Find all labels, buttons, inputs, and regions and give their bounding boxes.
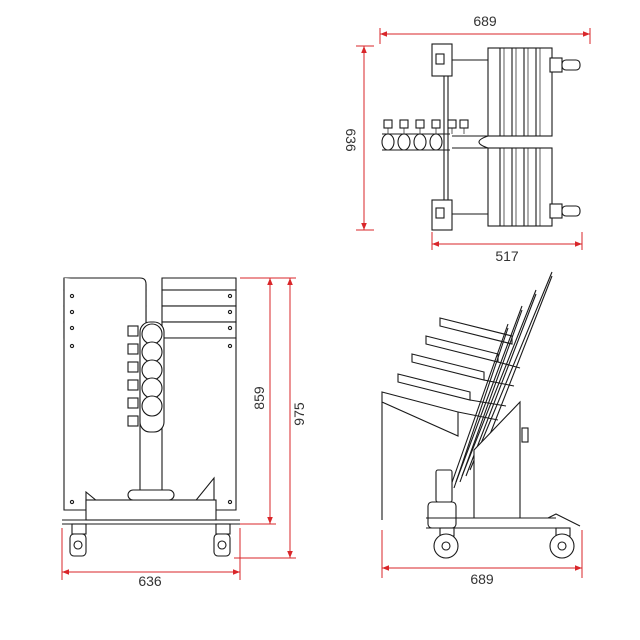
front-view-left-plates — [63, 277, 147, 521]
front-view-dimensions — [61, 277, 296, 580]
top-view-tubes — [381, 119, 469, 151]
front-view-casters — [69, 523, 231, 557]
top-view: 689 636 517 — [343, 13, 591, 264]
side-view-shelves — [381, 317, 521, 520]
dim-top-inner: 517 — [495, 248, 519, 264]
top-view-casters — [549, 57, 581, 219]
side-view-rods — [449, 271, 553, 489]
top-view-lower-plates — [487, 147, 553, 227]
front-view-right-plates — [161, 277, 237, 521]
dim-side-width: 689 — [470, 571, 494, 587]
dim-front-height-inner: 859 — [251, 386, 267, 410]
front-view-base — [62, 489, 240, 525]
dim-front-width: 636 — [138, 573, 162, 589]
front-view-tube-column — [127, 321, 165, 433]
dim-top-width: 689 — [473, 13, 497, 29]
dim-top-depth: 636 — [343, 128, 359, 152]
side-view: 689 — [381, 271, 583, 587]
front-view: 859 975 636 — [61, 277, 307, 589]
top-view-upper-plates — [487, 47, 553, 137]
top-view-frame — [431, 43, 489, 231]
side-view-dimensions — [381, 530, 583, 578]
dim-front-height-total: 975 — [291, 402, 307, 426]
top-view-dimensions — [356, 28, 591, 250]
side-view-wheels — [433, 527, 575, 559]
side-view-base — [426, 469, 581, 529]
